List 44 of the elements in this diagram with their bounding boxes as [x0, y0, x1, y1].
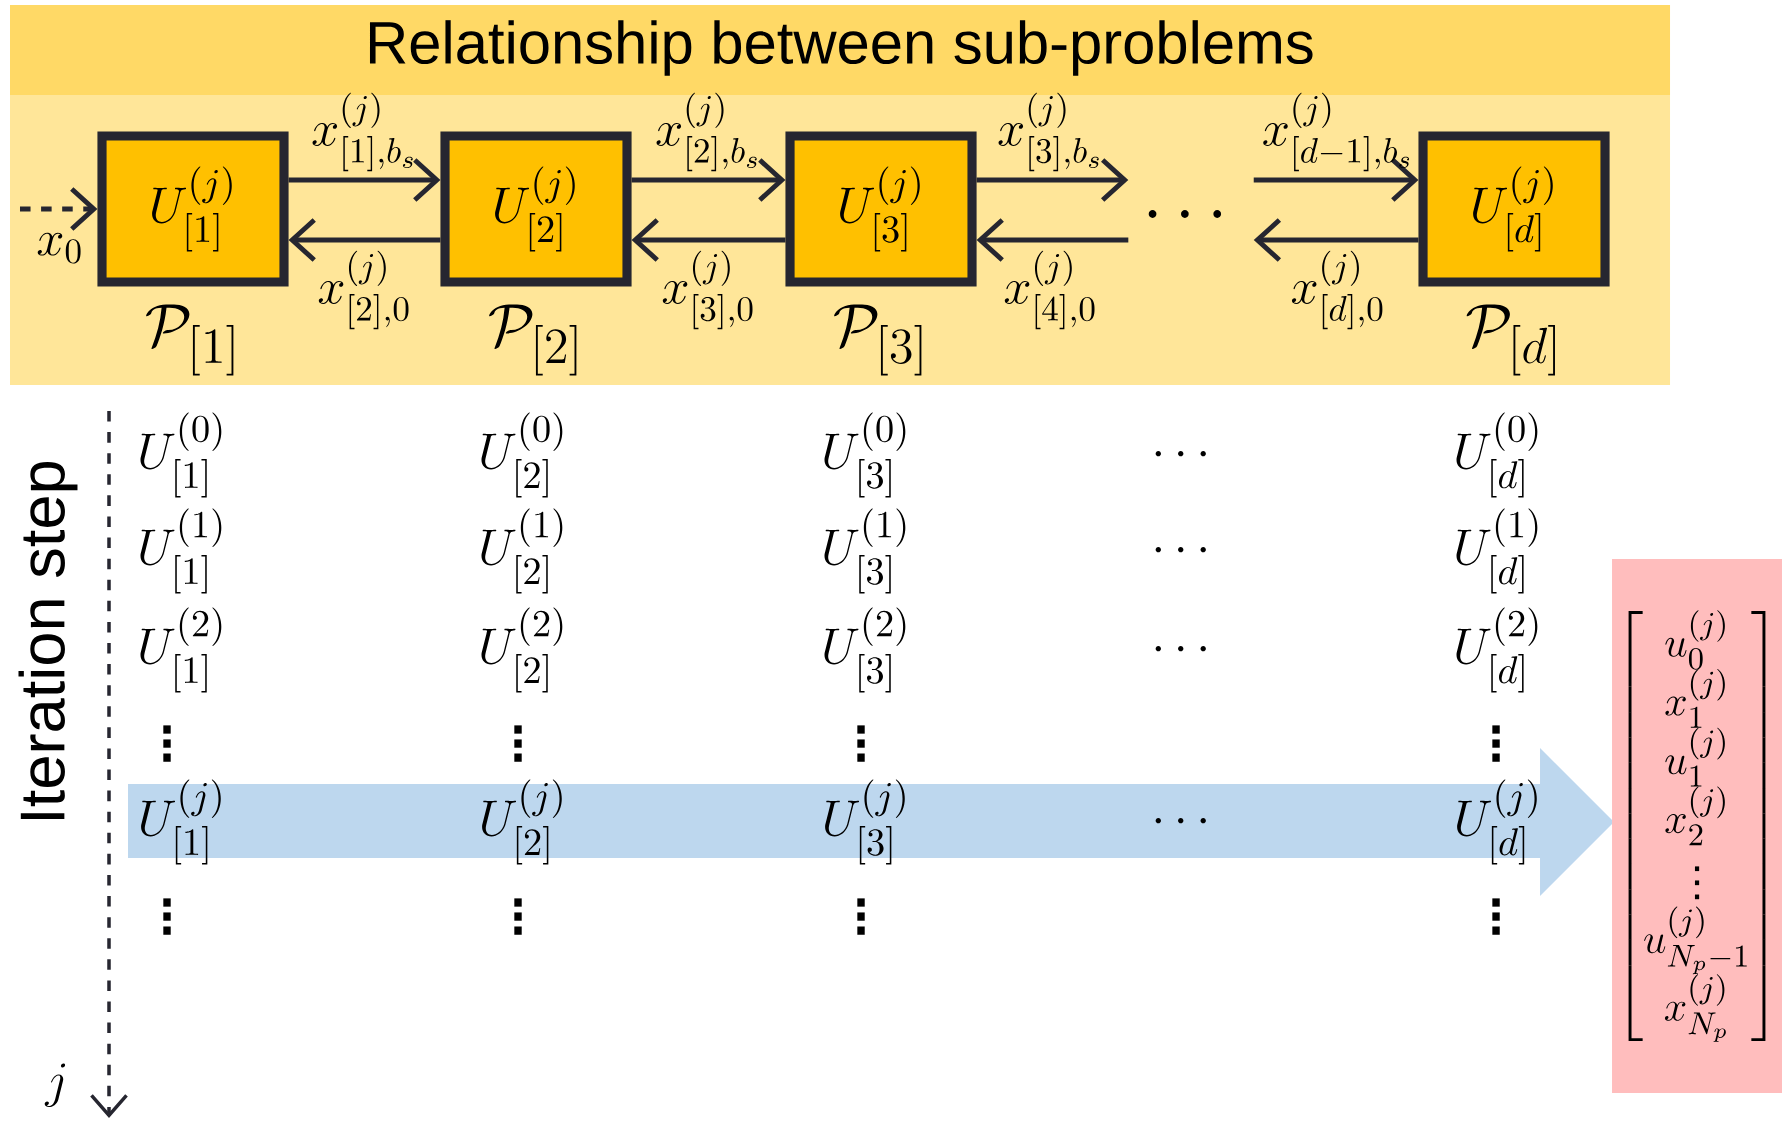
subproblem-label: $\mathcal{P}_{[3]}$: [834, 304, 922, 376]
subproblem-box: $U^{(j)}_{[1]}$: [97, 131, 289, 287]
subproblem-box: $U^{(j)}_{[3]}$: [785, 131, 977, 287]
edge-label: $x^{(j)}_{[3],b_s}$: [998, 92, 1099, 172]
iterate-label: $U^{(2)}_{[1]}$: [140, 607, 222, 693]
iterate-label: $U^{(0)}_{[3]}$: [824, 412, 906, 498]
arrow: [288, 158, 441, 202]
arrow: [631, 158, 786, 202]
iterate-label: $\cdots$: [1155, 645, 1206, 652]
iterate-label: $U^{(2)}_{[3]}$: [824, 607, 906, 693]
edge-label: $x^{(j)}_{[d-1],b_s}$: [1263, 92, 1410, 172]
iterate-label: $U^{(0)}_{[d]}$: [1456, 412, 1538, 498]
arrow: [976, 218, 1129, 262]
edge-label: $x^{(j)}_{[2],b_s}$: [656, 92, 757, 172]
iterate-label: $U^{(1)}_{[2]}$: [481, 508, 563, 594]
iterate-label: $U^{(0)}_{[2]}$: [481, 412, 563, 498]
iterate-label: $U^{(2)}_{[d]}$: [1456, 607, 1538, 693]
edge-label: $x^{(j)}_{[2],0}$: [318, 250, 409, 330]
ellipsis: $\cdots$: [1148, 210, 1222, 218]
subproblem-box: $U^{(j)}_{[d]}$: [1418, 131, 1610, 287]
edge-label: $x^{(j)}_{[d],0}$: [1291, 250, 1383, 330]
iterate-label: $j$: [44, 1063, 66, 1107]
arrow: [1253, 218, 1419, 262]
iterate-label: $U^{(1)}_{[d]}$: [1456, 508, 1538, 594]
iterate-label: $U^{(2)}_{[2]}$: [481, 607, 563, 693]
iterate-label: $U^{(0)}_{[1]}$: [140, 412, 222, 498]
vector-box: $\begin{bmatrix} u^{(j)}_{0} \\ x^{(j)}_{1} \\ u^{(j)}_{1} \\ x^{(j)}_{2} \\ \vdots \\ u^{(j)}_{N_p-1} \\ x^{(j)}_{N_p} \end{bmatrix}$: [1612, 559, 1782, 1093]
arrow: [288, 218, 441, 262]
edge-label: $x^{(j)}_{[1],b_s}$: [312, 92, 413, 172]
subproblem-label: $\mathcal{P}_{[1]}$: [146, 304, 234, 376]
iterate-label: $U^{(1)}_{[3]}$: [824, 508, 906, 594]
iterate-label: $U^{(1)}_{[1]}$: [140, 508, 222, 594]
arrow: [976, 158, 1129, 202]
edge-label: $x_0$: [37, 232, 81, 264]
iterate-label: $\cdots$: [1155, 450, 1206, 457]
axis-label: Iteration step: [18, 461, 78, 820]
edge-label: $x^{(j)}_{[3],0}$: [662, 250, 753, 330]
subproblem-label: $\mathcal{P}_{[2]}$: [489, 304, 577, 376]
arrow: [1253, 158, 1419, 202]
subproblem-label: $\mathcal{P}_{[d]}$: [1466, 304, 1555, 376]
iterate-label: $\cdots$: [1155, 546, 1206, 553]
arrow: [631, 218, 786, 262]
subproblem-box: $U^{(j)}_{[2]}$: [440, 131, 632, 287]
edge-label: $x^{(j)}_{[4],0}$: [1004, 250, 1095, 330]
